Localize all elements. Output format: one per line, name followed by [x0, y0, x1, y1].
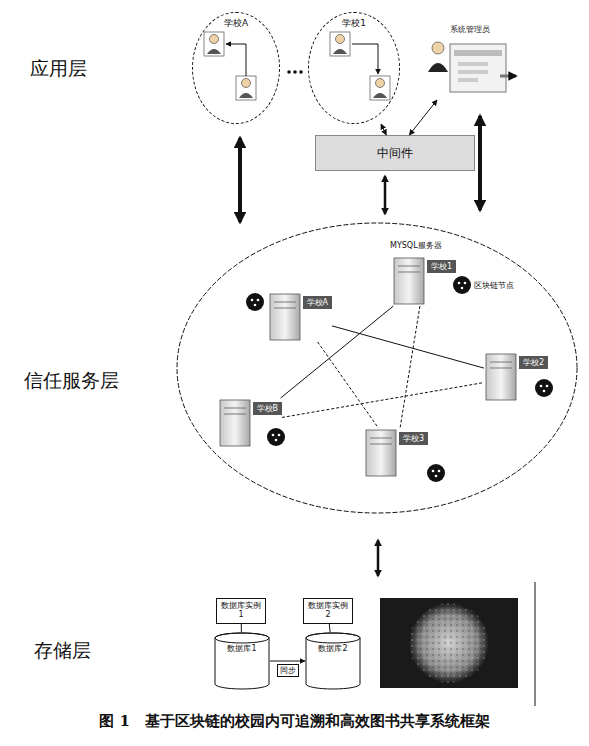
- server-node: 学校1: [392, 256, 456, 306]
- node-text: 学校A: [303, 296, 332, 309]
- cylinder-outline: [305, 632, 361, 690]
- database-cylinder: 数据库1: [214, 632, 270, 690]
- layer-arrow: [238, 138, 242, 222]
- flow-arrow: [226, 44, 246, 76]
- connector: [400, 306, 420, 428]
- layer-label: 信任服务层: [24, 368, 119, 394]
- server-node: 学校B: [218, 398, 282, 448]
- admin-box: 系统管理员: [420, 22, 516, 100]
- ellipsis-dots: [287, 70, 303, 74]
- node-text: 学校2: [519, 356, 548, 369]
- connector: [409, 100, 437, 135]
- school-circle: 学校1: [308, 12, 400, 124]
- instance-box: 数据库实例2: [303, 598, 353, 624]
- connector: [329, 624, 331, 632]
- blockchain-icon: [427, 464, 445, 482]
- connector: [282, 383, 484, 418]
- trust-layer-ellipse: [177, 223, 577, 513]
- person-icon: [236, 76, 256, 100]
- node-text: 数据库1: [214, 643, 270, 654]
- figure-caption: 图 1 基于区块链的校园内可追溯和高效图书共享系统框架: [0, 712, 589, 731]
- node-text: 学校3: [399, 432, 428, 445]
- admin-icon: [428, 42, 516, 92]
- school-circle: 学校A: [192, 12, 280, 124]
- divider-line: [535, 582, 536, 706]
- layer-arrow: [377, 540, 380, 576]
- cylinder-outline: [214, 632, 270, 690]
- flow-arrow: [352, 44, 378, 74]
- layer-arrow: [384, 176, 387, 214]
- edge-label: 同步: [277, 664, 299, 677]
- server-icon: [486, 354, 516, 400]
- node-text: 中间件: [377, 145, 413, 162]
- layer-label: 应用层: [30, 56, 87, 82]
- layer-label: 存储层: [34, 638, 91, 664]
- node-text: 数据库实例1: [221, 602, 261, 620]
- person-icon: [330, 32, 350, 56]
- database-cylinder: 数据库2: [305, 632, 361, 690]
- person-icon: [204, 32, 224, 56]
- node-text: 系统管理员: [450, 24, 516, 35]
- layer-arrow: [478, 116, 482, 210]
- server-icon: [220, 400, 250, 446]
- blockchain-icon: [453, 276, 471, 294]
- connector: [281, 306, 394, 398]
- person-icon: [370, 76, 390, 100]
- node-text: 数据库实例2: [308, 602, 348, 620]
- connector: [241, 624, 242, 632]
- connector: [332, 326, 484, 368]
- server-icon: [366, 430, 396, 476]
- node-text: 学校1: [309, 17, 399, 30]
- connector: [381, 124, 386, 135]
- server-label: MYSQL服务器: [390, 240, 442, 251]
- server-icon: [270, 294, 300, 340]
- blockchain-icon: [267, 428, 285, 446]
- node-label: 区块链节点: [474, 280, 514, 291]
- photo-image: [380, 598, 518, 688]
- server-icon: [394, 258, 424, 304]
- server-node: 学校A: [268, 292, 332, 342]
- node-text: 学校A: [193, 17, 279, 30]
- blockchain-icon: [246, 293, 264, 311]
- server-node: 学校3: [364, 428, 428, 478]
- blockchain-icon: [535, 379, 553, 397]
- node-text: 学校1: [427, 260, 456, 273]
- node-text: 学校B: [253, 402, 283, 415]
- connector: [270, 661, 305, 662]
- instance-box: 数据库实例1: [216, 598, 266, 624]
- node-text: 数据库2: [305, 643, 361, 654]
- connector: [318, 342, 379, 428]
- server-node: 学校2: [484, 352, 548, 402]
- middleware-band: 中间件: [315, 135, 475, 171]
